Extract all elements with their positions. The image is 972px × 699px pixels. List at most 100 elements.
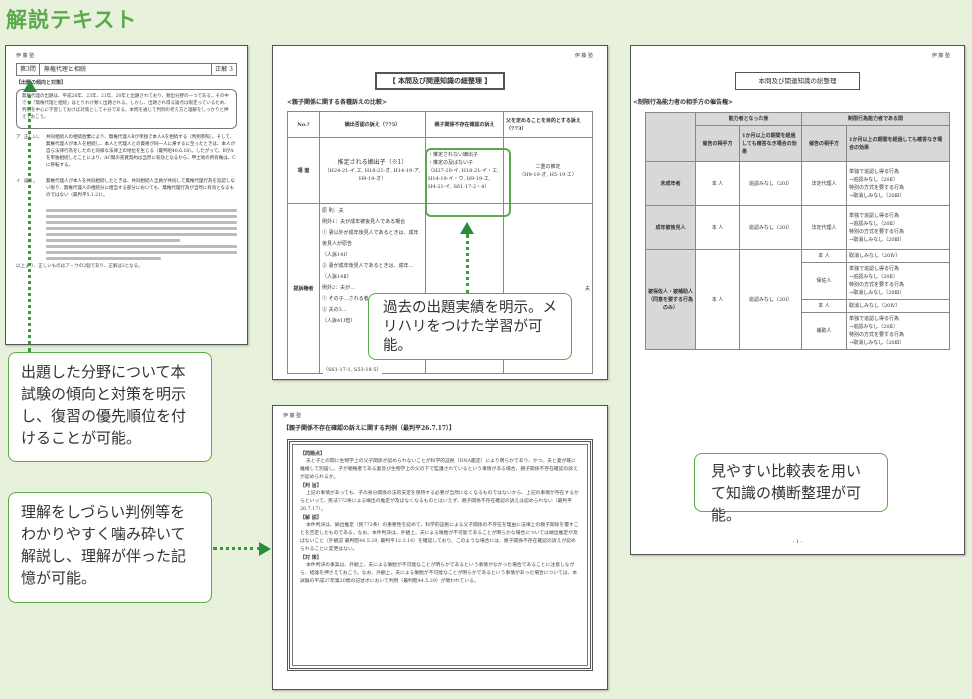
column-header: 1か月以上の期間を経過しても確答なき場合の効果 — [739, 125, 802, 162]
table-row: 保佐人 単独で追認し得る行為 →追認みなし（20Ⅱ） 特別の方式を要する行為 →取消し… — [646, 262, 950, 300]
arrow-up-icon — [460, 222, 474, 234]
table-caption: <親子関係に関する各種訴えの比較> — [287, 99, 388, 106]
callout-text: 理解をしづらい判例等をわかりやすく噛み砕いて解説し、理解が伴った記憶が可能。 — [21, 503, 187, 587]
row-header: 未成年者 — [645, 161, 696, 206]
callout-trend: 出題した分野について本試験の傾向と対策を明示し、復習の優先順位を付けることが可能… — [8, 352, 212, 462]
problem-header: 第3問 無権代理と相続 正解 3 — [16, 63, 237, 76]
table-caption: <制限行為能力者の相手方の催告権> — [633, 99, 734, 106]
conclusion: 以上より、正しいものはア・ウの2個であり、正解は3となる。 — [16, 264, 143, 269]
cell-text: 二重の推定 — [535, 163, 561, 170]
school-name: 伊 藤 塾 — [283, 413, 302, 419]
table-cell: 単独で追認し得る行為 →追認みなし（20Ⅱ） 特別の方式を要する行為 →取消しみなし（… — [846, 262, 950, 300]
column-header: 1か月以上の期間を経過しても確答なき場合の効果 — [846, 125, 950, 162]
section-text: 上記の事情があっても、子の身分関係の法的安定を保持する必要が当然になくなるもので… — [300, 491, 579, 512]
column-header: 催告の相手方 — [801, 125, 847, 162]
column-header: 親子関係不存在確認の訴え — [425, 111, 504, 138]
cell-line: →取消しみなし（20Ⅲ） — [849, 192, 905, 199]
section-label: 【判 旨】 — [300, 483, 322, 489]
column-header: 催告の相手方 — [695, 125, 740, 162]
school-name: 伊 藤 塾 — [16, 53, 35, 59]
table-cell: 法定代理人 — [801, 161, 847, 206]
table-cell: 推定される嫡出子（※1）（H24-21-イ,エ, H18-21-オ, H14-1… — [319, 137, 426, 204]
page-title: 解説テキスト — [6, 8, 138, 32]
school-name: 伊 藤 塾 — [931, 53, 950, 59]
arrow-right-icon — [259, 542, 271, 556]
school-name: 伊 藤 塾 — [574, 53, 593, 59]
cell-line: 特別の方式を要する行為 — [849, 282, 905, 288]
callout-comparison-table: 見やすい比較表を用いて知識の横断整理が可能。 — [694, 453, 888, 524]
cell-line: →追認みなし（20Ⅱ） — [849, 220, 898, 227]
table-row: 補助人 単独で追認し得る行為→追認みなし（20Ⅱ）特別の方式を要する行為→取消し… — [646, 312, 950, 350]
column-group-header: 制限行為能力者である間 — [801, 112, 950, 126]
callout-text: 過去の出題実績を明示。メリハリをつけた学習が可能。 — [383, 300, 557, 354]
section-label: 【問題点】 — [300, 451, 326, 457]
cell-line: →取消しみなし（20Ⅲ） — [849, 340, 905, 346]
table-row: 被保佐人・被補助人（同意を要する行為のみ） 本 人 追認みなし（20Ⅰ） 本 人… — [645, 249, 950, 350]
table-cell: 単独で追認し得る行為→追認みなし（20Ⅱ）特別の方式を要する行為→取消しみなし（… — [846, 161, 950, 206]
page-number: - 1 - — [792, 539, 803, 545]
cell-text: ① その子…される者… — [322, 296, 374, 302]
table-cell: 本 人 — [801, 249, 847, 263]
arrow-up-icon — [23, 80, 37, 92]
item-mark: イ — [16, 179, 21, 184]
case-heading: 【親子関係不存在確認の訴えに関する判例（最判平26.7.17）】 — [283, 425, 456, 432]
callout-exam-history: 過去の出題実績を明示。メリハリをつけた学習が可能。 — [368, 293, 572, 360]
cell-text: 例外1：夫が成年被後見人である場合 — [322, 219, 406, 225]
connector-line — [28, 88, 31, 352]
cell-line: →追認みなし（20Ⅱ） — [849, 176, 898, 183]
highlight-box — [425, 148, 511, 217]
cell-text: （人訴41Ⅰ但） — [322, 318, 356, 324]
column-header: No.? — [287, 111, 320, 138]
comparison-table-page-thumbnail: 伊 藤 塾 本問及び関連知識の総整理 <制限行為能力者の相手方の催告権> 能力者… — [630, 45, 965, 555]
table-cell: 法定代理人 — [801, 205, 847, 250]
column-header: 嫡出否認の訴え（775） — [319, 111, 426, 138]
callout-text: 出題した分野について本試験の傾向と対策を明示し、復習の優先順位を付けることが可能… — [21, 363, 187, 447]
section-label: 【解 説】 — [300, 515, 322, 521]
cell-line: →取消しみなし（20Ⅲ） — [849, 290, 905, 296]
table-cell: 保佐人 — [801, 262, 847, 300]
answer-item: ア 正しい。 共同相続人の相続放棄により、無権代理人Bが単独で本人Aを相続する（… — [16, 134, 237, 176]
cell-line: →追認みなし（20Ⅱ） — [849, 274, 898, 280]
cell-line: 単独で追認し得る行為 — [849, 266, 900, 272]
comparison-table: 能力者となった後 制限行為能力者である間 催告の相手方 1か月以上の期間を経過し… — [645, 112, 950, 350]
table-cell: 追認みなし（20Ⅰ） — [739, 161, 802, 206]
cell-text: ② 妻が成年後見人であるときは、成年… — [322, 263, 414, 269]
table-row: 未成年者 本 人 追認みなし（20Ⅰ） 法定代理人 単独で追認し得る行為→追認み… — [645, 161, 950, 206]
problem-number: 第3問 — [17, 64, 40, 75]
problem-title: 無権代理と相続 — [43, 66, 86, 73]
cell-line: →追認みなし（20Ⅱ） — [849, 324, 898, 330]
item-mark: ア — [16, 135, 21, 140]
cell-text: ・推定の及ばない子 — [428, 159, 474, 166]
cell-line: 単独で追認し得る行為 — [849, 212, 900, 219]
callout-text: 見やすい比較表を用いて知識の横断整理が可能。 — [711, 462, 862, 524]
column-group-header: 能力者となった後 — [695, 112, 802, 126]
section-text: 夫と子との間に生物学上の父子関係が認められないことが科学的証拠（DNA鑑定）によ… — [300, 459, 578, 480]
table-cell: 取消しみなし（20Ⅳ） — [846, 299, 950, 313]
body-text-lines — [46, 209, 237, 260]
explanation-page-thumbnail: 伊 藤 塾 第3問 無権代理と相続 正解 3 【出題の傾向と対策】 無権代理の出… — [5, 45, 248, 345]
callout-case-law: 理解をしづらい判例等をわかりやすく噛み砕いて解説し、理解が伴った記憶が可能。 — [8, 492, 212, 603]
cell-text: 推定される嫡出子（※1） — [337, 158, 408, 166]
table-cell: 補助人 — [801, 312, 847, 350]
section-heading: 【 本問及び関連知識の総整理 】 — [375, 72, 505, 90]
corner-cell — [645, 112, 696, 162]
item-text: 無権代理人が本人を共同相続したときは、共同相続人全員が共同して無権代理行為を追認… — [46, 179, 235, 198]
table-cell: 単独で追認し得る行為→追認みなし（20Ⅱ）特別の方式を要する行為→取消しみなし（… — [846, 312, 950, 350]
cell-line: 単独で追認し得る行為 — [849, 316, 900, 322]
table-cell: 本 人 — [801, 299, 847, 313]
cell-text: （S61-17-1, S53-18-5） — [323, 366, 382, 374]
cell-text: （人訴14Ⅱ） — [322, 274, 352, 280]
row-header: 成年被後見人 — [645, 205, 696, 250]
cell-line: 特別の方式を要する行為 — [849, 228, 905, 235]
item-verdict: 正しい。 — [24, 135, 42, 140]
section-heading: 本問及び関連知識の総整理 — [735, 72, 860, 90]
cell-text: （人訴14Ⅰ） — [322, 252, 351, 258]
table-cell: 追認みなし（20Ⅰ） — [739, 249, 802, 350]
answer-item: イ 誤り。 無権代理人が本人を共同相続したときは、共同相続人全員が共同して無権代… — [16, 178, 237, 206]
cell-text: 例外2：夫が… — [322, 285, 356, 291]
table-cell: 単独で追認し得る行為→追認みなし（20Ⅱ）特別の方式を要する行為→取消しみなし（… — [846, 205, 950, 250]
row-header: 被保佐人・被補助人（同意を要する行為のみ） — [645, 249, 696, 350]
table-cell: 二重の推定（H9-19-オ, H5-19-エ） — [503, 137, 593, 204]
section-text: 本件判決の事案は、外観上、夫による懐胎が不可能なことが明らかであるという事情がな… — [300, 563, 578, 584]
cell-refs: （H24-21-イ,エ, H18-21-オ, H14-19-ア, H9-19-オ… — [324, 167, 421, 182]
